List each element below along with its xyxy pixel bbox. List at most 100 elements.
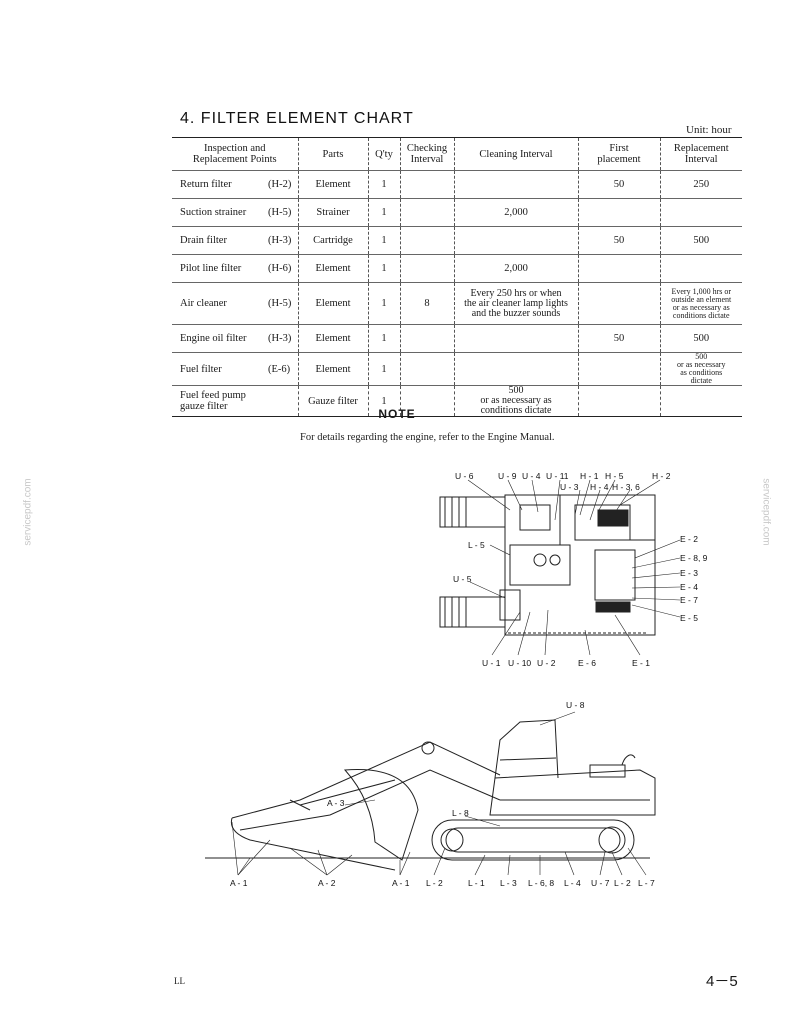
- arm: [230, 817, 396, 871]
- label-h-2: H - 2: [652, 471, 671, 481]
- cell-parts: Element: [297, 324, 369, 353]
- page-number: 4－5: [706, 973, 738, 990]
- cell-qty: 1: [367, 254, 401, 283]
- radiator: [597, 509, 629, 527]
- footer-code: LL: [174, 976, 185, 986]
- label-e-3: E - 3: [680, 568, 698, 578]
- side-view-labels: U - 8 A - 3 L - 8 A - 1 A - 2 A - 1 L - …: [230, 700, 655, 888]
- label-l-1: L - 1: [468, 878, 485, 888]
- label-u-2: U - 2: [537, 658, 556, 668]
- label-h-5: H - 5: [605, 471, 624, 481]
- cell-qty: 1: [367, 198, 401, 227]
- cell-cleaning: 2,000: [453, 254, 579, 283]
- label-l-8: L - 8: [452, 808, 469, 818]
- fuel-tank: [595, 601, 631, 613]
- cell-replacement: 500: [659, 324, 742, 353]
- side-view-leaders: [231, 711, 647, 876]
- boom-cylinder-lower: [439, 596, 506, 628]
- label-u-3: U - 3: [560, 482, 579, 492]
- top-view-labels: U - 6 U - 9 U - 4 U - 11 H - 1 H - 5 H -…: [453, 471, 708, 668]
- label-a-1-left: A - 1: [230, 878, 248, 888]
- cell-point: Pilot line filter(H-6): [172, 254, 299, 283]
- cell-checking: [399, 385, 455, 417]
- label-u-5: U - 5: [453, 574, 472, 584]
- cell-qty: 1: [367, 324, 401, 353]
- label-e-5: E - 5: [680, 613, 698, 623]
- label-e-7: E - 7: [680, 595, 698, 605]
- label-l-2-right: L - 2: [614, 878, 631, 888]
- cell-point: Suction strainer(H-5): [172, 198, 299, 227]
- cell-point: Return filter(H-2): [172, 170, 299, 199]
- cell-replacement: 500: [659, 226, 742, 255]
- cell-cleaning: [453, 170, 579, 199]
- label-e-6: E - 6: [578, 658, 596, 668]
- cell-replacement: [659, 385, 742, 417]
- label-l-3: L - 3: [500, 878, 517, 888]
- header-parts: Parts: [297, 137, 369, 171]
- label-l-5: L - 5: [468, 540, 485, 550]
- cell-parts: Element: [297, 352, 369, 386]
- boom-cylinder-upper: [439, 496, 506, 528]
- label-u-7: U - 7: [591, 878, 610, 888]
- upper-structure-outline: [504, 494, 656, 636]
- boom-upper: [231, 741, 501, 819]
- label-u-11: U - 11: [546, 471, 569, 481]
- cab-outline: [509, 544, 571, 586]
- cell-point: Fuel filter(E-6): [172, 352, 299, 386]
- label-a-2: A - 2: [318, 878, 336, 888]
- note-heading: NOTE: [378, 407, 416, 421]
- label-l-4: L - 4: [564, 878, 581, 888]
- engine-hood: [589, 764, 626, 778]
- upper-body: [489, 769, 656, 816]
- table-row: Air cleaner(H-5) Element 1 8 Every 250 h…: [172, 282, 742, 325]
- label-e-8-9: E - 8, 9: [680, 553, 708, 563]
- note-text: For details regarding the engine, refer …: [300, 432, 555, 443]
- cell-checking: [399, 352, 455, 386]
- label-l-2-left: L - 2: [426, 878, 443, 888]
- label-e-1: E - 1: [632, 658, 650, 668]
- label-l-6-8: L - 6, 8: [528, 878, 554, 888]
- sprocket-wheel: [598, 826, 626, 854]
- boom-lower: [239, 769, 501, 831]
- cell-first: [577, 385, 661, 417]
- label-e-2: E - 2: [680, 534, 698, 544]
- side-view-diagram: [205, 711, 656, 876]
- unit-label: Unit: hour: [686, 124, 732, 136]
- label-u-6: U - 6: [455, 471, 474, 481]
- cell-checking: [399, 170, 455, 199]
- idler-wheel: [440, 828, 464, 852]
- cell-parts: Gauze filter: [297, 385, 369, 417]
- cell-parts: Cartridge: [297, 226, 369, 255]
- label-h-3-6: H - 3, 6: [612, 482, 640, 492]
- cell-replacement: 250: [659, 170, 742, 199]
- cell-parts: Element: [297, 254, 369, 283]
- label-u-8: U - 8: [566, 700, 585, 710]
- cell-parts: Strainer: [297, 198, 369, 227]
- cell-first: [577, 254, 661, 283]
- label-e-4: E - 4: [680, 582, 698, 592]
- label-u-9: U - 9: [498, 471, 517, 481]
- label-u-1: U - 1: [482, 658, 501, 668]
- label-a-3: A - 3: [327, 798, 345, 808]
- section-title: 4. FILTER ELEMENT CHART: [180, 110, 414, 127]
- track-frame: [431, 819, 635, 861]
- cab-side: [494, 719, 559, 779]
- bucket: [343, 769, 419, 861]
- cell-parts: Element: [297, 170, 369, 199]
- cell-replacement: [659, 254, 742, 283]
- label-h-4: H - 4: [590, 482, 609, 492]
- label-u-4: U - 4: [522, 471, 541, 481]
- cell-qty: 1: [367, 352, 401, 386]
- table-row: Engine oil filter(H-3) Element 1 50 500: [172, 324, 742, 353]
- label-h-1: H - 1: [580, 471, 599, 481]
- table-row: Pilot line filter(H-6) Element 1 2,000: [172, 254, 742, 283]
